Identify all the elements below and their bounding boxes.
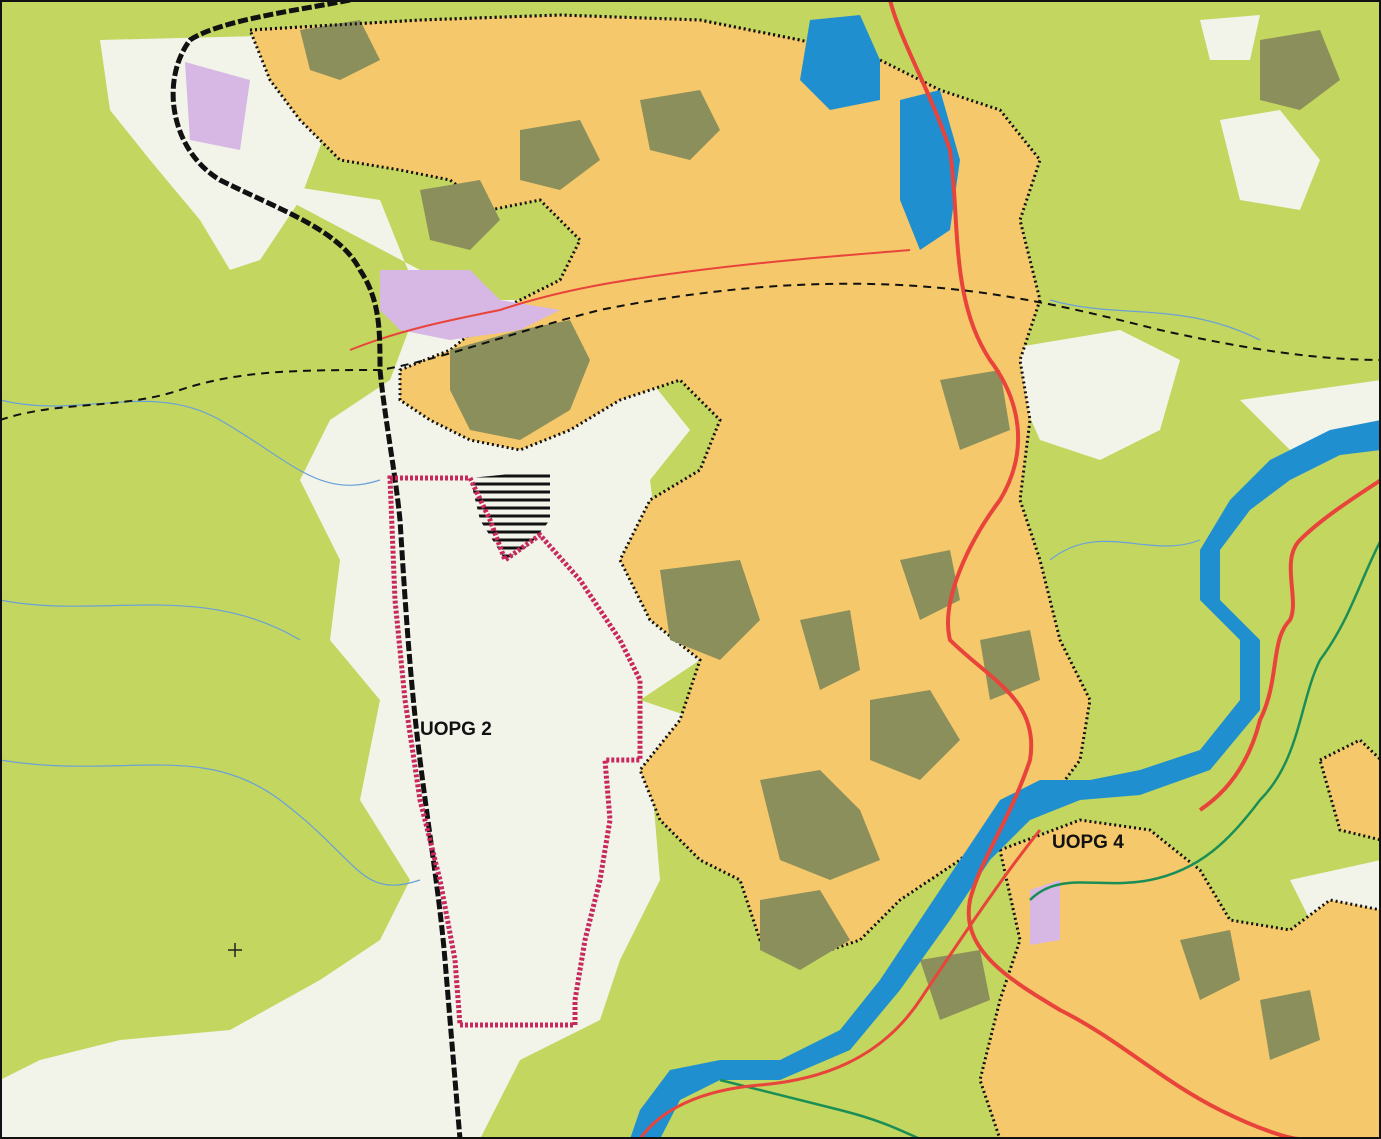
streams (0, 299, 1261, 886)
main-roads (638, 0, 1381, 1139)
settlement-boundary (249, 13, 801, 42)
green-path (719, 539, 1381, 1139)
industrial-zones (185, 62, 1060, 945)
planning-zone-boundary-uopg2[interactable] (387, 475, 643, 1028)
municipal-boundary (0, 282, 1381, 421)
survey-cross-icon (228, 943, 242, 957)
uopg4-label: UOPG 4 (1052, 832, 1124, 853)
local-road (349, 249, 911, 351)
uopg2-label: UOPG 2 (420, 719, 492, 740)
river (630, 420, 1381, 1139)
water-bodies (630, 15, 1381, 1139)
forest-patches (300, 20, 1340, 1060)
hatched-zone (470, 470, 550, 560)
